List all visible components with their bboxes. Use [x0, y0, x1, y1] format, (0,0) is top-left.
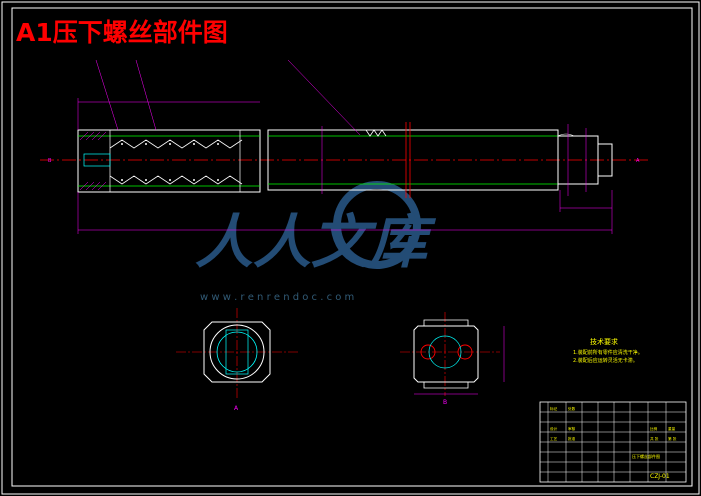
view-b-center-circle	[428, 335, 462, 369]
tech-note-line-2: 2.装配后应运转灵活无卡滞。	[573, 357, 638, 364]
view-b-hole-right	[457, 344, 473, 360]
key-slot	[83, 153, 111, 167]
title-block-label-2: 处数	[568, 406, 576, 411]
watermark-url: w w w . r e n r e n d o c . c o m	[200, 292, 354, 303]
shaft-end-tip	[597, 143, 613, 177]
shaft-fillet	[557, 133, 575, 137]
shaft-thread-notch	[365, 129, 387, 137]
thread-profile-top	[109, 139, 243, 149]
view-b-hole-left	[420, 344, 436, 360]
nut-hatching	[79, 131, 107, 191]
technical-requirements: 技术要求 1.装配前所有零件应清洗干净。 2.装配后应运转灵活无卡滞。	[573, 337, 643, 364]
view-b-label: B	[443, 399, 447, 406]
title-block-labels: 标记 处数 设计 审核 工艺 批准 比例 共 张 第 张 重量	[550, 406, 677, 441]
drawing-name-cell: 压下螺丝部件图	[632, 453, 660, 459]
view-a-inner-circle	[216, 331, 258, 373]
drawing-number-cell: CZJ-01	[650, 473, 670, 480]
inner-frame	[11, 7, 693, 487]
title-block-label-7: 比例	[650, 426, 658, 431]
view-a-outer-circle	[209, 324, 265, 380]
watermark-text: 人人文库	[195, 208, 437, 276]
tech-notes-heading: 技术要求	[590, 337, 618, 346]
title-block-label-8: 共 张	[650, 436, 659, 441]
nut-body	[77, 129, 261, 193]
view-a-key	[225, 329, 249, 375]
watermark: 人人文库 w w w . r e n r e n d o c . c o m	[195, 181, 437, 303]
title-block-label-3: 设计	[550, 426, 558, 431]
view-b-outline	[413, 325, 479, 383]
drawing-title: A1压下螺丝部件图	[16, 18, 228, 47]
title-block-label-9: 第 张	[668, 436, 677, 441]
section-mark-b-left: B	[48, 158, 52, 164]
view-a-outline	[203, 321, 271, 383]
title-block-label-4: 审核	[568, 426, 576, 431]
end-view-b: B	[400, 312, 505, 406]
watermark-logo-ring	[333, 181, 421, 269]
view-a-label: A	[234, 405, 239, 412]
end-view-a: A	[176, 308, 300, 412]
thread-profile-bottom	[109, 175, 243, 185]
title-block-grid	[540, 402, 686, 482]
title-block-label-1: 标记	[550, 406, 558, 411]
title-block: 标记 处数 设计 审核 工艺 批准 比例 共 张 第 张 重量 压下螺丝部件图 …	[539, 401, 687, 483]
thread-dots	[121, 143, 219, 181]
section-mark-a-right: A	[636, 158, 640, 164]
tech-note-line-1: 1.装配前所有零件应清洗干净。	[573, 349, 643, 356]
dimension-lines	[77, 59, 613, 234]
main-elevation-view: B A	[40, 59, 650, 234]
title-block-label-10: 重量	[668, 426, 676, 431]
view-b-top-lug	[423, 319, 469, 326]
view-b-bottom-lug	[423, 382, 469, 389]
title-block-label-6: 批准	[568, 436, 576, 441]
title-block-label-5: 工艺	[550, 436, 558, 441]
